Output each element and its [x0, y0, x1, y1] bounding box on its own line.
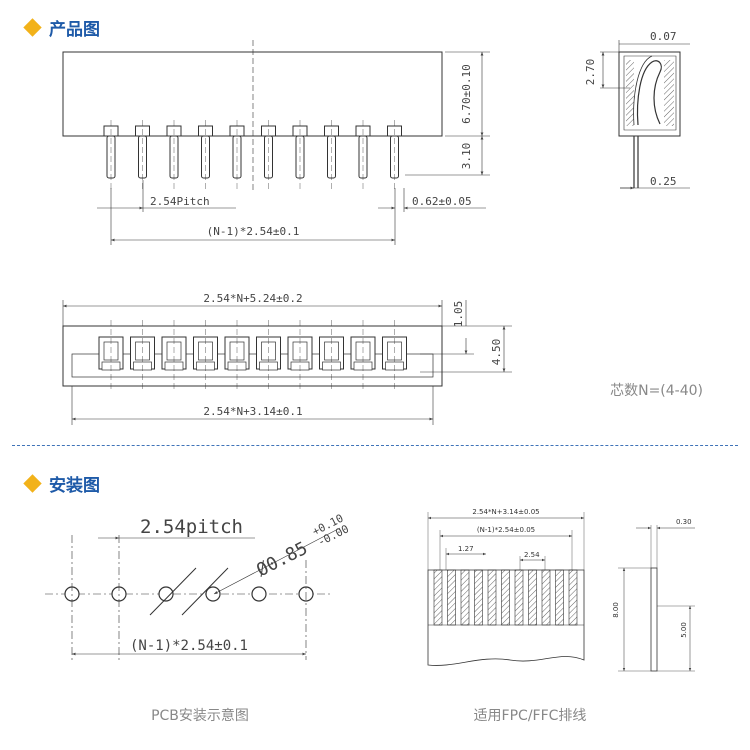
dim-total-pitch: (N-1)*2.54±0.1 — [207, 225, 300, 238]
front-view — [62, 40, 490, 245]
cable-dim-thickness: 0.30 — [676, 518, 692, 526]
pcb-dim-pitch: 2.54pitch — [140, 516, 243, 538]
cable-conductor — [514, 569, 524, 626]
cable-strips — [433, 569, 578, 626]
cable-outline — [427, 569, 585, 666]
cable-dim-pitch-total: (N-1)*2.54±0.05 — [477, 526, 535, 534]
connector-body — [62, 51, 443, 137]
section-title-install-label: 安装图 — [49, 476, 100, 496]
cable-drawing — [427, 512, 585, 666]
pcb-hole — [205, 586, 221, 602]
dim-pin-width: 0.62±0.05 — [412, 195, 472, 208]
side-view — [600, 40, 690, 190]
section-title-product: 产品图 — [22, 15, 100, 40]
top-slots — [98, 320, 407, 392]
pcb-dim-hole: Ø0.85 — [253, 538, 311, 581]
cable-conductor — [433, 569, 443, 626]
dim-inner-length: 2.54*N+3.14±0.1 — [203, 405, 302, 418]
pcb-dim-total: (N-1)*2.54±0.1 — [130, 638, 248, 654]
cable-conductor — [447, 569, 456, 626]
cable-side-view — [618, 525, 695, 672]
cable-dim-overall: 2.54*N+3.14±0.05 — [472, 508, 539, 516]
cable-conductor — [487, 569, 497, 626]
cable-conductor — [474, 569, 483, 626]
cable-conductor — [528, 569, 537, 626]
front-pins — [103, 120, 402, 190]
top-view — [62, 300, 512, 425]
side-body — [618, 51, 681, 137]
pin-count-note: 芯数N=(4-40) — [610, 383, 703, 399]
dim-pitch-label: 2.54Pitch — [150, 195, 210, 208]
dim-side-left: 2.70 — [584, 59, 597, 86]
dim-side-bottom: 0.25 — [650, 175, 677, 188]
pcb-layout — [45, 527, 341, 660]
cable-side-strip — [650, 567, 658, 672]
cable-dim-pitch: 2.54 — [524, 551, 540, 559]
dim-upper: 1.05 — [452, 301, 465, 328]
cable-dim-length: 8.00 — [612, 602, 620, 618]
cable-conductor — [460, 569, 470, 626]
dim-side-top: 0.07 — [650, 30, 677, 43]
pcb-caption: PCB安装示意图 — [151, 707, 249, 724]
section-divider — [12, 445, 738, 446]
cable-conductor — [501, 569, 510, 626]
pcb-hole-dim: Ø0.85 +0.10 -0.00 — [253, 512, 351, 582]
top-outer-housing — [62, 325, 443, 387]
dim-body-height: 6.70±0.10 — [460, 64, 473, 124]
dim-pin-height: 3.10 — [460, 143, 473, 170]
dim-depth: 4.50 — [490, 339, 503, 366]
cable-conductor — [555, 569, 564, 626]
pcb-hole — [158, 586, 174, 602]
cable-conductor — [568, 569, 578, 626]
dim-overall-length: 2.54*N+5.24±0.2 — [203, 292, 302, 305]
cable-caption: 适用FPC/FFC排线 — [474, 708, 587, 724]
pcb-hole — [251, 586, 267, 602]
cable-conductor — [541, 569, 551, 626]
cable-dim-exposed: 5.00 — [680, 622, 688, 638]
section-title-product-label: 产品图 — [49, 20, 100, 40]
section-title-install: 安装图 — [22, 471, 100, 496]
cable-dim-half: 1.27 — [458, 545, 474, 553]
